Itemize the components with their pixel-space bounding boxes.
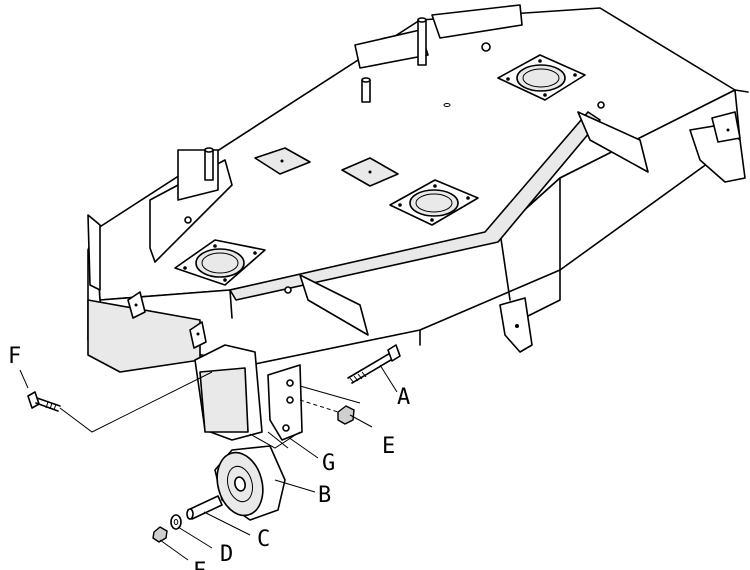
spacer-c [186, 495, 223, 520]
callout-d: D [220, 542, 233, 567]
nut-f-bottom [152, 526, 168, 543]
spindle-mount-right [497, 54, 586, 101]
rear-brackets [177, 4, 746, 353]
spindle-mount-left [174, 239, 266, 286]
spindle-mount-center [389, 179, 479, 226]
callout-f: F [8, 344, 21, 369]
callout-a: A [397, 385, 410, 410]
callout-c: C [257, 527, 270, 552]
front-caster-mount [127, 291, 263, 441]
bolt-a [347, 344, 401, 384]
caster-fork [267, 364, 303, 441]
cover-plates [254, 103, 451, 187]
nut-e [337, 405, 355, 425]
callout-g: G [322, 451, 335, 476]
rear-rail-right [577, 111, 649, 173]
front-rail-left-2 [87, 214, 101, 291]
callout-e: E [382, 434, 395, 459]
callout-f-bottom: F [193, 559, 206, 570]
bolt-f [27, 391, 61, 412]
spindle-mounts [174, 54, 586, 286]
washer-d [170, 514, 182, 530]
leader-lines [19, 364, 398, 561]
callout-labels: A B C D E F F G [8, 344, 410, 570]
rear-rail-center [299, 274, 369, 336]
deck-baffle-rib [229, 111, 601, 301]
caster-wheel [214, 445, 286, 521]
callout-b: B [318, 483, 331, 508]
hardware [27, 344, 401, 543]
deck-left-underside [87, 299, 201, 373]
